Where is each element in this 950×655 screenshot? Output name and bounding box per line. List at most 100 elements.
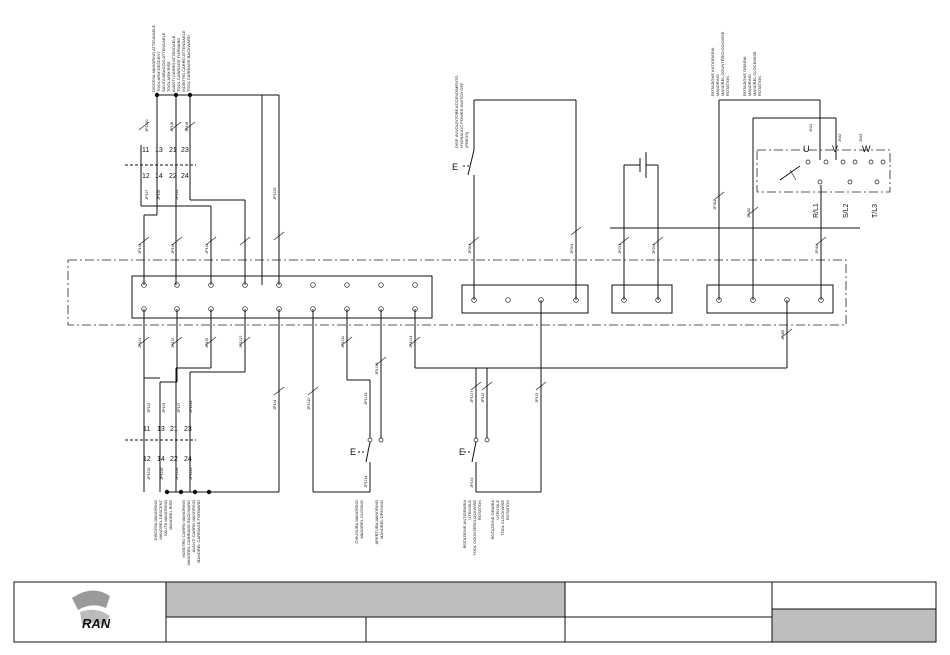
svg-text:JP1/11: JP1/11: [340, 335, 345, 348]
note-top-middle: DISP. AVVOLGITORE ACCENDIMENTO HYDRAULIC…: [454, 76, 469, 148]
svg-text:MANDREL DESCENT: MANDREL DESCENT: [158, 499, 163, 539]
svg-text:CHIUSURA MANDRINO: CHIUSURA MANDRINO: [354, 500, 359, 544]
contact-label: 12: [142, 173, 150, 180]
svg-text:JP1/17: JP1/17: [469, 390, 474, 403]
svg-text:JP2/1: JP2/1: [617, 243, 622, 254]
terminal-strip-power: [611, 284, 673, 314]
svg-text:JP1/9: JP1/9: [170, 243, 175, 254]
svg-text:APERTURA MANDRINO: APERTURA MANDRINO: [374, 500, 379, 544]
motor-wire-label: JN/3: [858, 133, 863, 142]
svg-text:ROTAZIONE ORARIA: ROTAZIONE ORARIA: [742, 56, 747, 96]
svg-text:JP1/4: JP1/4: [469, 477, 474, 488]
note-top-left: DISCESA MANDRINO ATTENDAELE TOOL ARM DES…: [151, 25, 191, 92]
svg-text:ROTATION: ROTATION: [477, 500, 482, 520]
svg-text:JP1/19: JP1/19: [146, 467, 151, 480]
svg-text:TOOL CARRIAGE FORWARD: TOOL CARRIAGE FORWARD: [176, 38, 181, 92]
contact-label: 23: [184, 426, 192, 433]
svg-text:JP4/2: JP4/2: [746, 207, 751, 218]
svg-text:JP1/15: JP1/15: [363, 392, 368, 405]
svg-text:AVANTI CARRO ATTENDAELE: AVANTI CARRO ATTENDAELE: [171, 35, 176, 92]
svg-text:MANDREL CLOSING: MANDREL CLOSING: [359, 500, 364, 539]
device-symbol-e: E: [452, 162, 458, 172]
svg-text:JP1/5: JP1/5: [204, 337, 209, 348]
power-supply: [623, 152, 659, 300]
svg-text:AVANTI CARRO MANDRINO: AVANTI CARRO MANDRINO: [191, 500, 196, 552]
contact-label: 22: [170, 456, 178, 463]
title-block: [13, 581, 937, 643]
top-left-wiring: [125, 94, 280, 285]
svg-text:TOOL ARM RISE: TOOL ARM RISE: [166, 61, 171, 92]
device-symbol-e: E: [459, 447, 465, 457]
wire-labels-tool: JP1/17 JP1/2 JP1/3 JP1/4: [469, 390, 539, 488]
motor-box: [756, 149, 891, 193]
contact-label: 13: [157, 426, 165, 433]
motor-wire-label: JN/1: [808, 123, 813, 132]
note-top-right: ROTAZIONE ANTIORARIA MANDRINO MANDREL CO…: [710, 31, 762, 96]
svg-text:HYDRAULIC POWER SWITCH OFF: HYDRAULIC POWER SWITCH OFF: [459, 82, 464, 148]
contact-label: 21: [170, 426, 178, 433]
svg-text:(PRESS): (PRESS): [464, 131, 469, 148]
motor-terminal-u: U: [803, 144, 810, 154]
svg-text:ROTATION: ROTATION: [505, 500, 510, 520]
svg-text:JP2/4: JP2/4: [651, 243, 656, 254]
svg-text:ROTAZIONE ORARIA: ROTAZIONE ORARIA: [490, 500, 495, 540]
contact-label: 23: [181, 147, 189, 154]
svg-text:MANDREL RISE: MANDREL RISE: [168, 500, 173, 530]
svg-text:ROTATION: ROTATION: [725, 76, 730, 96]
svg-text:JP1/12: JP1/12: [188, 467, 193, 480]
contact-label: 11: [142, 147, 149, 154]
svg-text:MANDRINO: MANDRINO: [715, 74, 720, 96]
svg-text:JP1/12: JP1/12: [238, 335, 243, 348]
supply-l1: R/L1: [813, 203, 820, 218]
svg-text:TOOL CLOCKWISE: TOOL CLOCKWISE: [500, 500, 505, 536]
svg-text:DISCESA MANDRINO: DISCESA MANDRINO: [153, 500, 158, 540]
company-logo: RAN: [72, 590, 111, 631]
svg-text:JP3/4: JP3/4: [569, 243, 574, 254]
bottom-left-wiring: [125, 309, 280, 493]
terminal-strip-right: [706, 284, 834, 314]
svg-text:INDIETRO CARRO MANDRINO: INDIETRO CARRO MANDRINO: [181, 500, 186, 558]
note-bottom-right: ROTAZIONE ANTIORARIA UTENSILE TOOL COUNT…: [462, 500, 510, 556]
supply-l2: S/L2: [843, 203, 850, 218]
svg-text:JP1/8: JP1/8: [169, 121, 174, 132]
mandrel-wiring: [312, 309, 382, 493]
svg-text:JP1/3: JP1/3: [204, 243, 209, 254]
wire-labels-bottom-left: JP1/1 JP1/2 JP1/5 JP1/12 JP1/2 JP1/3 JP1…: [137, 335, 277, 480]
svg-text:JP1/3: JP1/3: [534, 392, 539, 403]
motor-wiring: [610, 99, 860, 368]
svg-text:JP1/4: JP1/4: [272, 399, 277, 410]
svg-text:JP1/2: JP1/2: [146, 402, 151, 413]
note-bottom-left: DISCESA MANDRINO MANDREL DESCENT SALITA …: [153, 499, 201, 565]
svg-text:MANDREL CLOCKWISE: MANDREL CLOCKWISE: [752, 51, 757, 96]
svg-text:JP1/11: JP1/11: [306, 397, 311, 410]
svg-text:JP3/1: JP3/1: [467, 243, 472, 254]
device-symbol-e: E: [350, 447, 356, 457]
svg-text:JP1/13: JP1/13: [188, 400, 193, 413]
svg-text:UTENSILE: UTENSILE: [495, 500, 500, 520]
contact-label: 24: [181, 173, 189, 180]
svg-text:JP1/14: JP1/14: [363, 475, 368, 488]
svg-text:MANDREL COUNTERCLOCKWISE: MANDREL COUNTERCLOCKWISE: [720, 31, 725, 96]
svg-text:SALITA BRACCIO ATTENDAELE: SALITA BRACCIO ATTENDAELE: [161, 32, 166, 92]
svg-text:RAN: RAN: [82, 616, 111, 631]
hydraulic-wiring: [463, 99, 577, 300]
contact-label: 22: [169, 173, 177, 180]
motor-wire-label: JN/2: [837, 133, 842, 142]
svg-text:JP1/13: JP1/13: [374, 362, 379, 375]
svg-text:JP1/14: JP1/14: [174, 467, 179, 480]
motor-terminal-v: V: [832, 144, 838, 154]
svg-text:TOOL COUNTERCLOCKWISE: TOOL COUNTERCLOCKWISE: [472, 500, 477, 556]
wire-labels-middle: JP1/11 JP1/11 JP1/13 JP1/15 JP1/14 JP1/1…: [306, 335, 413, 488]
svg-text:ROTAZIONE ANTIORARIA: ROTAZIONE ANTIORARIA: [462, 500, 467, 549]
svg-text:ROTAZIONE ANTIORARIA: ROTAZIONE ANTIORARIA: [710, 47, 715, 96]
svg-text:JP1/4: JP1/4: [174, 189, 179, 200]
svg-text:JP4/5: JP4/5: [780, 329, 785, 340]
note-bottom-mid: CHIUSURA MANDRINO MANDREL CLOSING APERTU…: [354, 500, 384, 544]
svg-text:INDIETRO CARRO ATTENDAELE: INDIETRO CARRO ATTENDAELE: [181, 30, 186, 92]
contact-label: 12: [143, 456, 151, 463]
svg-text:SALITA MANDRINO: SALITA MANDRINO: [163, 500, 168, 536]
wire-labels-top-left: JP1/10 JP1/8 JP1/6 JP1/7 JP1/5 JP1/4 JP1…: [137, 119, 277, 254]
bottom-left-nodes: [164, 489, 212, 495]
svg-text:TOOL ARM DESCENT: TOOL ARM DESCENT: [156, 51, 161, 92]
